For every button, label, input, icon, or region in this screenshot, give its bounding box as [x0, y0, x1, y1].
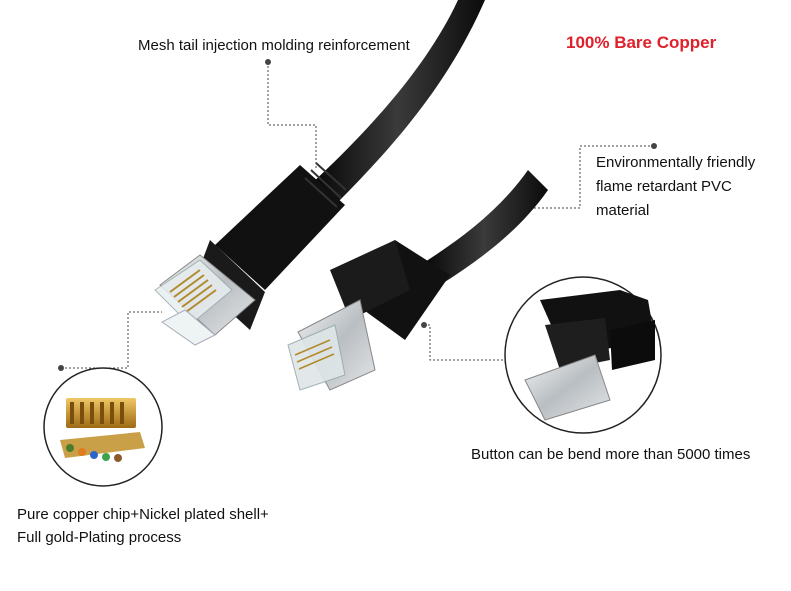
- callout-pvc-line3: material: [596, 202, 650, 219]
- rj45-plug-right-icon: [287, 170, 548, 391]
- callout-chip-line2: Full gold-Plating process: [17, 529, 182, 546]
- callout-chip-line1: Pure copper chip+Nickel plated shell+: [17, 506, 269, 523]
- leader-dots: [58, 59, 657, 371]
- callout-button-bend: Button can be bend more than 5000 times: [471, 446, 751, 463]
- callout-pvc-line2: flame retardant PVC: [596, 178, 732, 195]
- callout-mesh-tail: Mesh tail injection molding reinforcemen…: [138, 37, 410, 54]
- callout-pvc-line1: Environmentally friendly: [596, 154, 756, 171]
- button-closeup-icon: [504, 276, 662, 434]
- headline-bare-copper: 100% Bare Copper: [566, 33, 717, 52]
- rj45-plug-left-icon: [154, 0, 485, 346]
- chip-closeup-icon: [43, 367, 163, 487]
